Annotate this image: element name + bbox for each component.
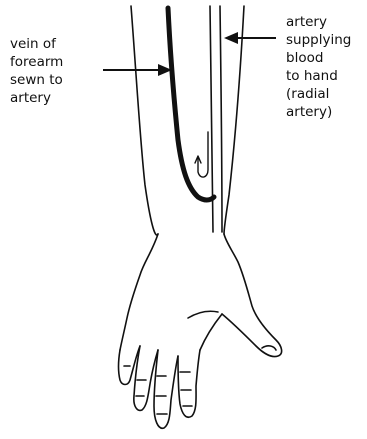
vein-label: vein of forearm sewn to artery [10,36,68,106]
artery-label-line: to hand [286,68,338,84]
vein-pointer-arrow-icon [103,64,172,76]
vein-label-line: forearm [10,54,63,70]
artery-label-line: supplying [286,32,351,48]
artery-label: artery supplying blood to hand (radial a… [286,14,356,120]
forearm-outline [131,6,244,235]
vein-label-line: vein of [10,36,57,52]
hook-arrow-icon [195,132,208,177]
artery-label-line: blood [286,50,323,66]
artery-label-line: artery) [286,104,332,120]
forearm-vein [168,8,214,200]
vein-label-line: sewn to [10,72,63,88]
hand-outline [119,234,282,428]
artery-label-line: artery [286,14,327,30]
vein-label-line: artery [10,90,51,106]
artery-label-line: (radial [286,86,329,102]
artery-pointer-arrow-icon [224,32,276,44]
